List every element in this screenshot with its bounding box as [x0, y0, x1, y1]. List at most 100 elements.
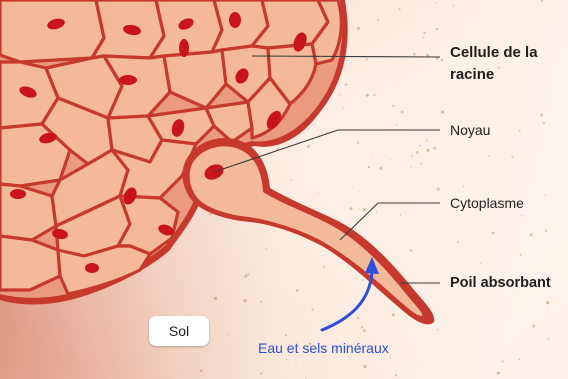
soil-speck [368, 166, 370, 168]
soil-speck [441, 59, 443, 61]
label-cytoplasme: Cytoplasme [450, 194, 524, 212]
nucleus [10, 189, 26, 199]
soil-speck [296, 289, 299, 292]
soil-speck [424, 32, 426, 34]
soil-speck [311, 308, 313, 310]
soil-speck [366, 94, 369, 97]
soil-speck [247, 273, 250, 276]
label-poil-absorbant: Poil absorbant [450, 274, 551, 292]
soil-speck [401, 111, 404, 114]
soil-speck [453, 5, 454, 6]
soil-speck [521, 215, 522, 216]
soil-speck [437, 188, 440, 191]
soil-speck [548, 338, 550, 340]
soil-speck [416, 151, 419, 154]
nucleus [85, 263, 99, 273]
soil-speck [492, 232, 494, 234]
soil-speck [379, 167, 382, 170]
label-cellule-racine: Cellule de la racine [450, 42, 560, 86]
soil-speck [286, 359, 288, 361]
soil-speck [427, 149, 430, 152]
soil-speck [422, 37, 423, 38]
soil-speck [361, 326, 363, 328]
soil-speck [265, 248, 267, 250]
soil-speck [227, 333, 228, 334]
soil-speck [357, 142, 359, 144]
soil-speck [359, 191, 360, 192]
soil-speck [437, 329, 439, 331]
soil-speck [345, 84, 347, 86]
soil-speck [214, 297, 217, 300]
soil-speck [546, 301, 549, 304]
soil-speck [339, 94, 341, 96]
soil-speck [392, 313, 395, 316]
soil-speck [411, 155, 413, 157]
soil-speck [392, 105, 394, 107]
soil-speck [350, 207, 353, 210]
soil-speck [363, 329, 366, 332]
soil-speck [363, 365, 366, 368]
soil-speck [488, 156, 489, 157]
nucleus [229, 12, 241, 28]
soil-speck [480, 262, 482, 264]
soil-speck [389, 159, 390, 160]
soil-speck [396, 124, 398, 126]
label-sol: Sol [149, 316, 209, 346]
soil-speck [530, 233, 533, 236]
soil-speck [395, 374, 398, 377]
soil-speck [362, 279, 364, 281]
soil-speck [323, 265, 325, 267]
soil-speck [497, 372, 500, 375]
soil-speck [365, 58, 367, 60]
soil-speck [463, 186, 465, 188]
soil-speck [357, 317, 359, 319]
soil-speck [376, 212, 377, 213]
soil-speck [540, 114, 543, 117]
soil-speck [426, 140, 428, 142]
root-cell [0, 0, 104, 62]
nucleus [179, 39, 189, 57]
soil-speck [357, 27, 360, 30]
soil-speck [291, 179, 292, 180]
soil-speck [377, 19, 379, 21]
label-noyau: Noyau [450, 121, 490, 139]
soil-speck [200, 370, 203, 373]
soil-speck [545, 194, 546, 195]
soil-speck [317, 193, 318, 194]
soil-speck [410, 167, 411, 168]
soil-speck [433, 147, 436, 150]
soil-speck [389, 357, 390, 358]
soil-speck [518, 358, 520, 360]
soil-speck [285, 334, 287, 336]
soil-speck [243, 299, 246, 302]
soil-speck [501, 360, 503, 362]
soil-speck [519, 130, 521, 132]
soil-speck [373, 94, 375, 96]
soil-speck [511, 156, 513, 158]
soil-speck [371, 157, 372, 158]
soil-speck [545, 230, 547, 232]
soil-speck [343, 107, 344, 108]
soil-speck [520, 254, 522, 256]
soil-speck [435, 2, 436, 3]
soil-speck [295, 362, 296, 363]
soil-speck [543, 122, 545, 124]
nucleus [119, 75, 137, 85]
soil-speck [400, 214, 401, 215]
soil-speck [441, 111, 444, 114]
soil-speck [419, 145, 420, 146]
soil-speck [307, 145, 310, 148]
soil-speck [436, 28, 438, 30]
soil-speck [260, 300, 262, 302]
soil-speck [413, 53, 416, 56]
label-eau-sels-mineraux: Eau et sels minéraux [258, 339, 389, 357]
soil-speck [399, 8, 401, 10]
soil-speck [359, 208, 360, 209]
soil-speck [260, 372, 262, 374]
soil-speck [420, 162, 422, 164]
soil-speck [363, 208, 366, 211]
soil-speck [244, 275, 247, 278]
soil-speck [410, 249, 412, 251]
soil-speck [532, 325, 535, 328]
